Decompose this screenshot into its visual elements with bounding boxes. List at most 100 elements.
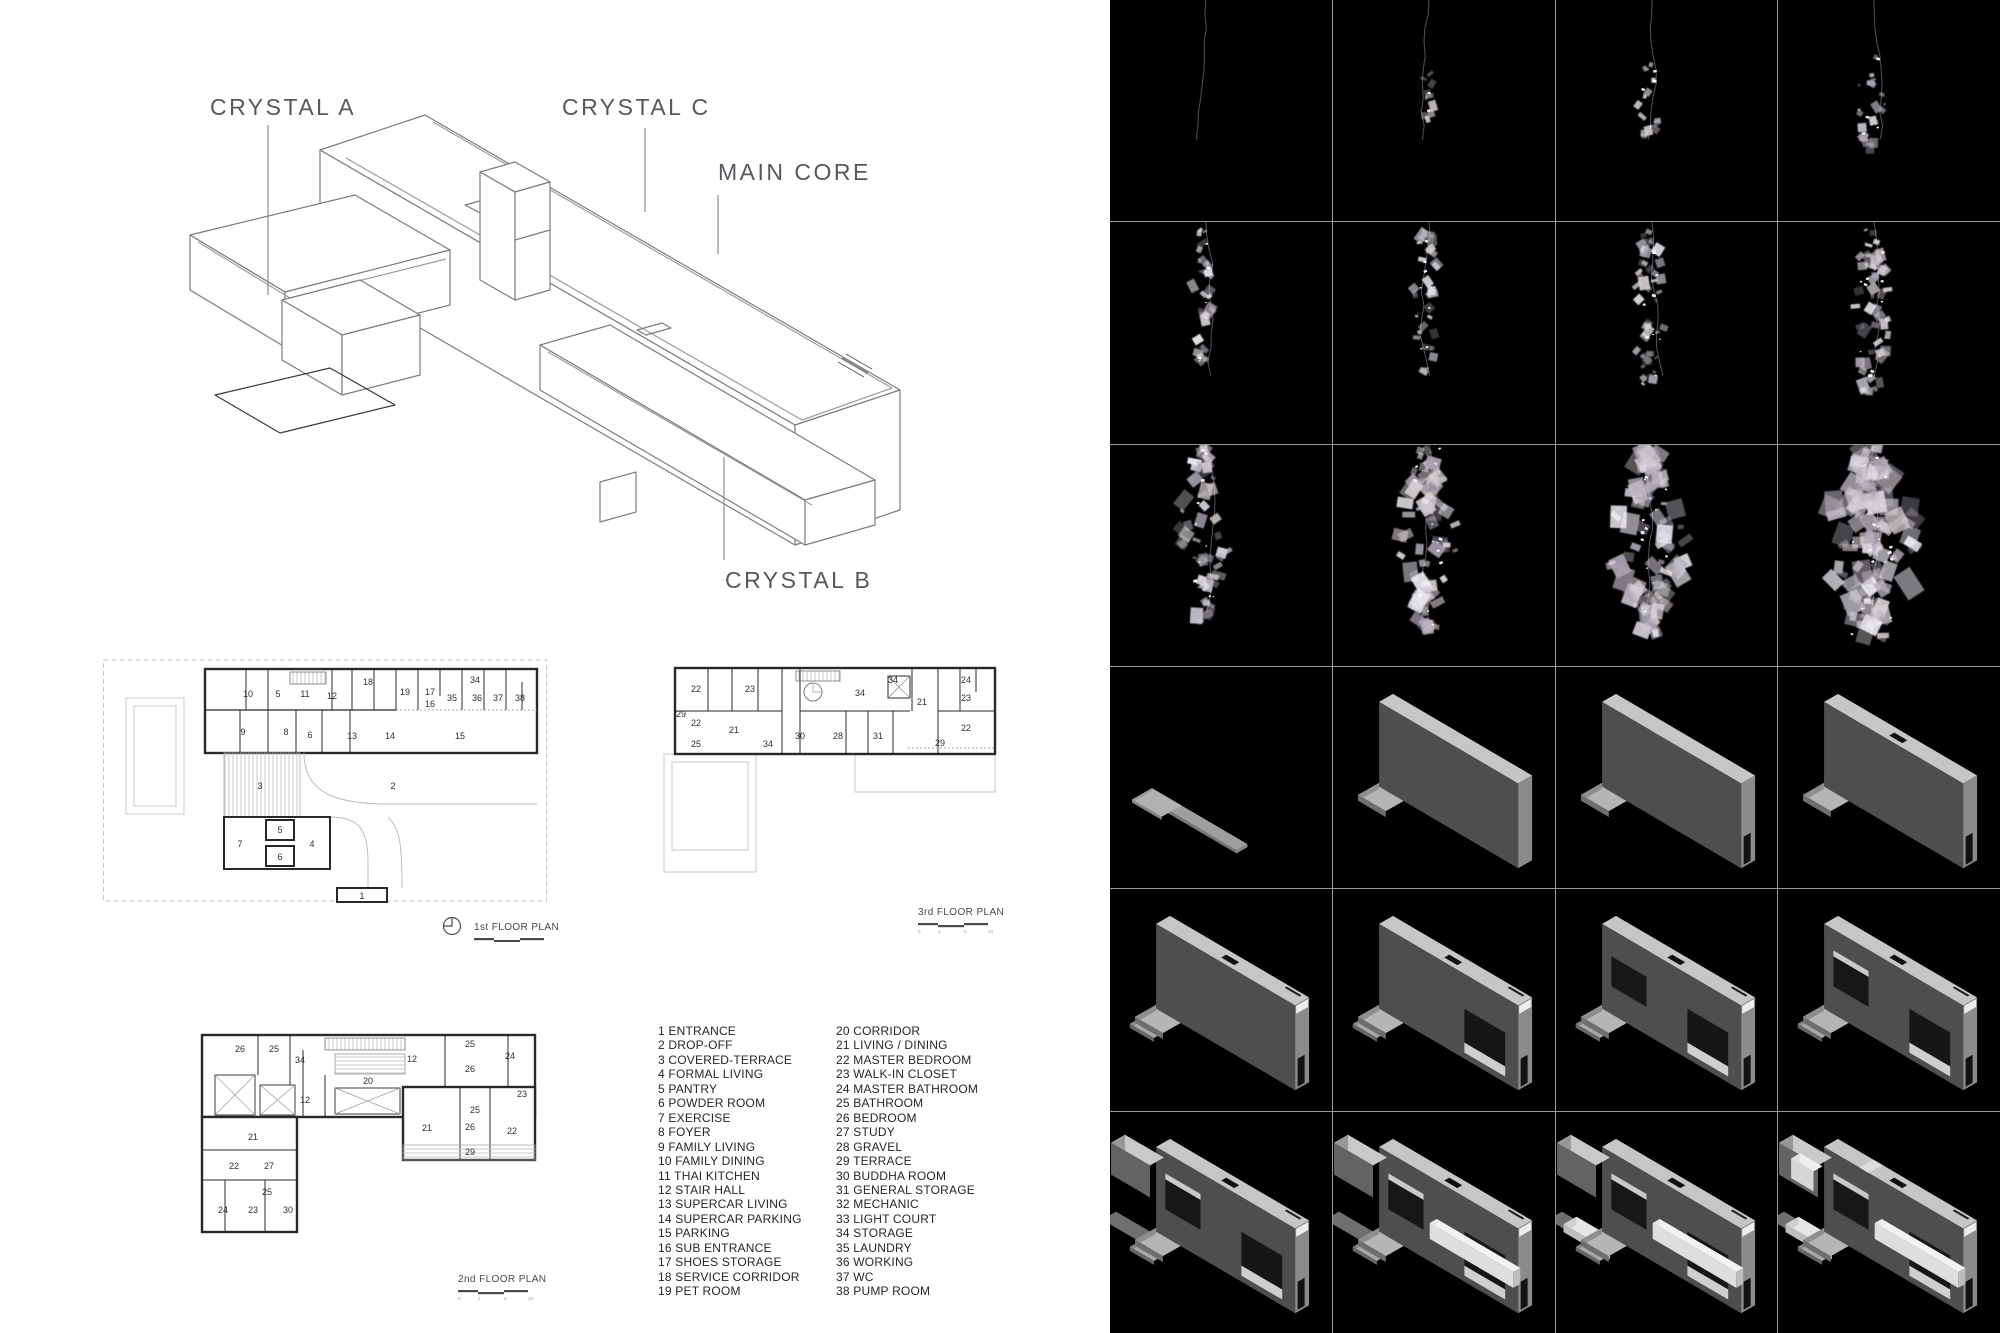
massing-face [1575, 1020, 1606, 1039]
room-number: 25 [269, 1044, 279, 1054]
massing-face [1580, 794, 1609, 818]
massing-face [1129, 1246, 1154, 1265]
room-number: 23 [517, 1089, 527, 1099]
room-number: 36 [472, 693, 482, 703]
massing-face [1803, 794, 1832, 818]
room-number: 21 [422, 1123, 432, 1133]
massing-face [1236, 844, 1248, 854]
pool-outline [125, 697, 185, 815]
massing-face [1296, 999, 1309, 1015]
room-number: 25 [691, 739, 701, 749]
room-number: 25 [465, 1039, 475, 1049]
axon-label-crystal-c: CRYSTAL C [562, 94, 711, 120]
crystal-growth-frame [1631, 222, 1669, 387]
lower-block-walls [223, 816, 388, 903]
massing-face [1580, 1227, 1602, 1246]
legend-item: 29 TERRACE [836, 1154, 912, 1169]
room-number: 28 [833, 731, 843, 741]
room-number: 24 [218, 1205, 228, 1215]
room-number: 16 [425, 699, 435, 709]
room-number: 26 [465, 1122, 475, 1132]
room-number: 25 [262, 1187, 272, 1197]
massing-face [1518, 1221, 1531, 1237]
massing-stage-frame [1555, 1134, 1755, 1313]
massing-face [1135, 1005, 1156, 1024]
massing-face [1388, 1172, 1424, 1200]
room-number: 2 [390, 781, 395, 791]
crystal-growth-frame [1196, 0, 1207, 140]
legend-item: 1 ENTRANCE [658, 1024, 737, 1038]
scale-tick: 0 [918, 929, 921, 934]
room-number: 18 [363, 677, 373, 687]
room-number: 34 [295, 1055, 305, 1065]
massing-face [1686, 1009, 1728, 1067]
crystal-growth-frame [1407, 222, 1444, 377]
room-number: 5 [275, 689, 280, 699]
massing-face [1444, 954, 1462, 966]
scale-tick: 5 [964, 929, 967, 934]
massing-face [1889, 954, 1908, 966]
legend-item: 19 PET ROOM [658, 1284, 741, 1299]
matrix-cell-massing-stage-12-r6-c4 [1778, 1111, 2000, 1333]
room-number: 6 [307, 730, 312, 740]
massing-face [1958, 1267, 1966, 1288]
matrix-cell-massing-stage-1-r4-c1 [1110, 666, 1332, 889]
massing-face [1357, 1227, 1379, 1246]
room-number: 3 [257, 781, 262, 791]
matrix-cell-crystal-stage-9-r3-c1 [1110, 444, 1332, 666]
massing-face [1575, 1024, 1600, 1043]
room-number: 29 [935, 738, 945, 748]
massing-stage-frame [1129, 916, 1310, 1091]
massing-face [1730, 986, 1748, 997]
massing-face [1803, 1227, 1825, 1246]
crystal-mass [1407, 227, 1444, 377]
room-number: 12 [407, 1054, 417, 1064]
massing-face [1352, 1246, 1377, 1265]
generation-matrix [1110, 0, 2000, 1333]
massing-face [1241, 1231, 1283, 1290]
massing-face [1889, 732, 1908, 744]
room-number: 12 [327, 691, 337, 701]
room-number: 11 [300, 689, 309, 699]
legend-item: 37 WC [836, 1269, 874, 1284]
massing-face [1580, 1017, 1609, 1040]
legend-item: 25 BATHROOM [836, 1096, 924, 1111]
room-number: 17 [425, 687, 435, 697]
massing-face [1580, 782, 1602, 801]
room-number: 35 [447, 693, 457, 703]
room-number: 23 [248, 1205, 258, 1215]
massing-face [1464, 1009, 1505, 1067]
massing-face [1798, 1243, 1829, 1261]
massing-face [1241, 1265, 1283, 1300]
massing-face [1798, 1020, 1829, 1039]
seed-line [1873, 0, 1884, 140]
crystal-growth-frame [1856, 0, 1887, 154]
legend-item: 9 FAMILY LIVING [658, 1139, 756, 1154]
crystal-mass [1632, 61, 1661, 139]
matrix-cell-massing-stage-11-r6-c3 [1555, 1111, 1778, 1333]
massing-face [1513, 1267, 1520, 1288]
massing-face [1148, 798, 1237, 854]
room-number: 23 [961, 693, 971, 703]
legend-item: 30 BUDDHA ROOM [836, 1168, 947, 1183]
massing-face [1580, 1005, 1602, 1024]
legend-item: 23 WALK-IN CLOSET [836, 1067, 957, 1082]
massing-face [1221, 954, 1240, 966]
massing-face [1964, 999, 1977, 1015]
massing-face [1803, 782, 1825, 801]
legend-item: 26 BEDROOM [836, 1110, 917, 1125]
massing-face [1429, 1222, 1514, 1288]
massing-face [1859, 1159, 1883, 1173]
room-number: 20 [363, 1076, 373, 1086]
room-number: 10 [243, 689, 253, 699]
legend-item: 4 FORMAL LIVING [658, 1067, 764, 1082]
matrix-cell-crystal-stage-8-r2-c4 [1778, 222, 2000, 444]
massing-face [1652, 1222, 1736, 1288]
room-number: 26 [235, 1044, 245, 1054]
room-number: 31 [873, 731, 883, 741]
scale-bar [918, 923, 988, 928]
site-boundary [103, 659, 547, 902]
massing-face [1388, 1178, 1424, 1230]
